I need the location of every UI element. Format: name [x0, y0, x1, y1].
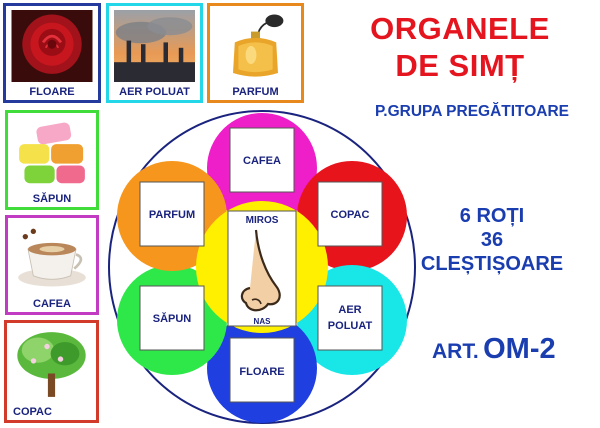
info-line-2: 36 [480, 229, 504, 251]
card-label-floare: FLOARE [29, 86, 75, 98]
title-line-2: DE SIMȚ [395, 48, 525, 83]
sense-wheel: CAFEA COPAC AER POLUAT FLOARE SĂPUN PARF… [108, 110, 416, 424]
center-label-top: MIROS [246, 215, 279, 226]
petal-label-top: CAFEA [243, 155, 281, 167]
card-sapun: SĂPUN [5, 110, 99, 210]
center-label-bottom: NAS [254, 317, 272, 326]
card-aer-poluat: AER POLUAT [106, 3, 203, 103]
info-line-1: 6 ROȚI [459, 205, 525, 227]
card-floare: FLOARE [3, 3, 101, 103]
product-info: 6 ROȚI 36 CLEȘTIȘOARE [412, 204, 572, 276]
article-number: OM-2 [483, 333, 556, 365]
petal-label-upper-right: COPAC [331, 209, 370, 221]
article-code: ART. OM-2 [432, 333, 556, 366]
rose-image [10, 10, 94, 82]
card-label-cafea: CAFEA [33, 298, 71, 310]
article-prefix: ART. [432, 340, 479, 363]
soap-bars-image [12, 117, 92, 189]
card-label-aer-poluat: AER POLUAT [119, 86, 190, 98]
petal-label-lower-right-2: POLUAT [328, 320, 373, 332]
card-cafea: CAFEA [5, 215, 99, 315]
page-subtitle: P.GRUPA PREGĂTITOARE [374, 103, 570, 120]
card-label-parfum: PARFUM [232, 86, 279, 98]
info-line-3: CLEȘTIȘOARE [420, 253, 564, 275]
card-label-sapun: SĂPUN [32, 193, 72, 205]
tree-image [11, 327, 92, 402]
title-line-1: ORGANELE [370, 11, 550, 46]
petal-label-bottom: FLOARE [239, 366, 284, 378]
factory-smoke-image [113, 10, 196, 82]
petal-label-upper-left: PARFUM [149, 209, 195, 221]
card-parfum: PARFUM [207, 3, 304, 103]
petal-label-lower-right-1: AER [338, 304, 361, 316]
nose-icon [240, 229, 281, 312]
coffee-cup-image [12, 222, 92, 294]
card-copac: COPAC [4, 320, 99, 423]
petal-label-lower-left: SĂPUN [153, 312, 192, 325]
perfume-bottle-image [214, 10, 297, 82]
page-title: ORGANELE DE SIMȚ [345, 10, 575, 84]
card-label-copac: COPAC [13, 406, 52, 418]
